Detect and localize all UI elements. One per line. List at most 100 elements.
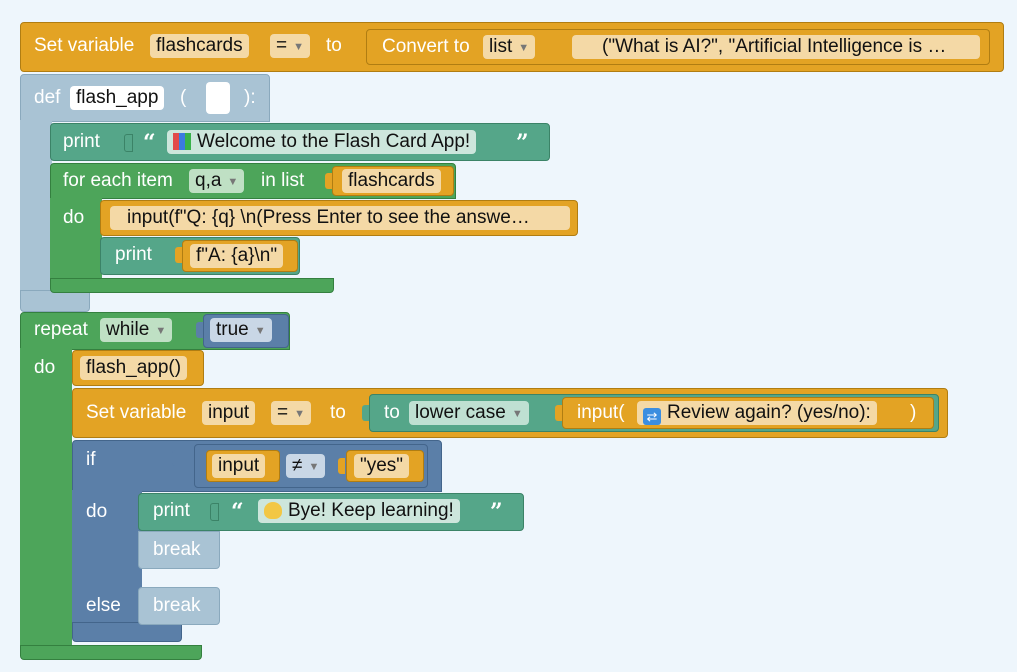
flashcards-variable-field[interactable]: flashcards: [342, 169, 441, 193]
else-break-block[interactable]: [138, 587, 220, 625]
repeat-mode-dropdown[interactable]: while ▼: [100, 318, 173, 342]
call-flash-app-field[interactable]: flash_app(): [80, 356, 188, 380]
set-variable-label: Set variable: [86, 402, 187, 423]
boolean-value: true: [216, 319, 249, 340]
close-quote-icon: ”: [490, 499, 503, 525]
close-quote-icon: ”: [516, 130, 529, 156]
do-label: do: [34, 357, 56, 378]
input-variable-field[interactable]: input: [212, 454, 266, 478]
chevron-down-icon: ▼: [308, 461, 320, 473]
convert-type-value: list: [489, 36, 513, 57]
call-flash-app-text: flash_app(): [86, 357, 182, 378]
for-each-rail: [50, 198, 102, 280]
do-label: do: [63, 207, 85, 228]
break-label: break: [153, 539, 201, 560]
close-paren: ): [910, 402, 917, 423]
for-each-bottom: [50, 278, 334, 293]
variable-input-dropdown[interactable]: input: [202, 401, 256, 425]
connector-tab: [555, 405, 562, 421]
chevron-down-icon: ▼: [293, 41, 304, 53]
open-quote-icon: “: [143, 130, 156, 156]
def-body-rail: [20, 120, 52, 302]
input-prompt-text: Review again? (yes/no):: [667, 402, 871, 423]
yes-string-field[interactable]: "yes": [354, 454, 410, 478]
case-value: lower case: [415, 402, 506, 423]
answer-fstring-field[interactable]: f"A: {a}\n": [190, 244, 284, 268]
params-slot[interactable]: [206, 82, 230, 114]
list-literal-value: ("What is AI?", "Artificial Intelligence…: [602, 36, 947, 57]
open-paren: (: [180, 87, 187, 108]
def-label: def: [34, 87, 61, 108]
assign-operator-dropdown[interactable]: =▼: [270, 34, 310, 58]
do-label: do: [86, 501, 108, 522]
connector-tab: [172, 450, 179, 466]
operator-value: =: [276, 35, 288, 56]
connector-tab: [124, 134, 133, 152]
bye-text-field[interactable]: Bye! Keep learning!: [258, 499, 460, 523]
function-name-value: flash_app: [76, 87, 159, 108]
true-boolean-dropdown[interactable]: true ▼: [210, 318, 272, 342]
loop-vars-dropdown[interactable]: q,a ▼: [189, 169, 245, 193]
for-each-label: for each item: [63, 170, 173, 191]
input-question-text: input(f"Q: {q} \n(Press Enter to see the…: [127, 207, 530, 228]
close-paren: ):: [244, 87, 256, 108]
def-bottom-bar: [20, 290, 90, 312]
chevron-down-icon: ▼: [155, 325, 167, 337]
variable-flashcards-dropdown[interactable]: flashcards: [150, 34, 249, 58]
function-name-field[interactable]: flash_app: [70, 86, 165, 110]
repeat-label: repeat: [34, 319, 88, 340]
connector-tab: [175, 247, 182, 263]
convert-type-dropdown[interactable]: list ▼: [483, 35, 536, 59]
repeat-mode-value: while: [106, 319, 150, 340]
connector-tab: [325, 173, 332, 189]
break-block[interactable]: [138, 531, 220, 569]
welcome-text: Welcome to the Flash Card App!: [197, 131, 471, 152]
welcome-text-field[interactable]: Welcome to the Flash Card App!: [167, 130, 477, 154]
waving-hand-icon: [264, 502, 282, 519]
operator-value: =: [277, 402, 289, 423]
chevron-down-icon: ▼: [254, 325, 266, 337]
if-rail: [72, 490, 142, 625]
connector-tab: [359, 37, 366, 53]
list-literal-field[interactable]: ("What is AI?", "Artificial Intelligence…: [572, 35, 980, 59]
connector-tab: [362, 405, 369, 421]
repeat-rail: [20, 348, 72, 648]
bye-text: Bye! Keep learning!: [288, 500, 454, 521]
chevron-down-icon: ▼: [511, 408, 523, 420]
open-quote-icon: “: [231, 499, 244, 525]
else-label: else: [86, 595, 121, 616]
answer-fstring-text: f"A: {a}\n": [196, 245, 278, 266]
if-bottom: [72, 622, 182, 642]
input-prompt-field[interactable]: ⇄ Review again? (yes/no):: [637, 401, 877, 425]
case-dropdown[interactable]: lower case ▼: [409, 401, 529, 425]
convert-to-label: Convert to: [382, 36, 470, 57]
repeat-icon: ⇄: [643, 408, 661, 425]
input-call-label: input(: [577, 402, 625, 423]
break-label: break: [153, 595, 201, 616]
print-label: print: [115, 244, 152, 265]
to-label: to: [326, 35, 342, 56]
set-variable-label: Set variable: [34, 35, 135, 56]
chevron-down-icon: ▼: [518, 42, 530, 54]
in-list-label: in list: [261, 170, 305, 191]
loop-vars-value: q,a: [195, 170, 222, 191]
compare-operator-dropdown[interactable]: ≠▼: [286, 454, 326, 478]
to-label: to: [330, 402, 346, 423]
assign-operator-dropdown[interactable]: =▼: [271, 401, 311, 425]
input-question-field[interactable]: input(f"Q: {q} \n(Press Enter to see the…: [110, 206, 570, 230]
variable-name: flashcards: [156, 35, 243, 56]
connector-tab: [338, 458, 345, 474]
yes-string-value: "yes": [360, 455, 404, 476]
chevron-down-icon: ▼: [227, 176, 239, 188]
flashcards-variable-value: flashcards: [348, 170, 435, 191]
connector-tab: [196, 322, 203, 338]
repeat-bottom: [20, 645, 202, 660]
if-label: if: [86, 449, 96, 470]
input-variable-value: input: [218, 455, 260, 476]
connector-tab: [210, 503, 219, 521]
chevron-down-icon: ▼: [294, 408, 305, 420]
to-case-label: to: [384, 402, 400, 423]
variable-name: input: [208, 402, 250, 423]
books-icon: [173, 133, 191, 150]
compare-operator-value: ≠: [292, 455, 303, 476]
